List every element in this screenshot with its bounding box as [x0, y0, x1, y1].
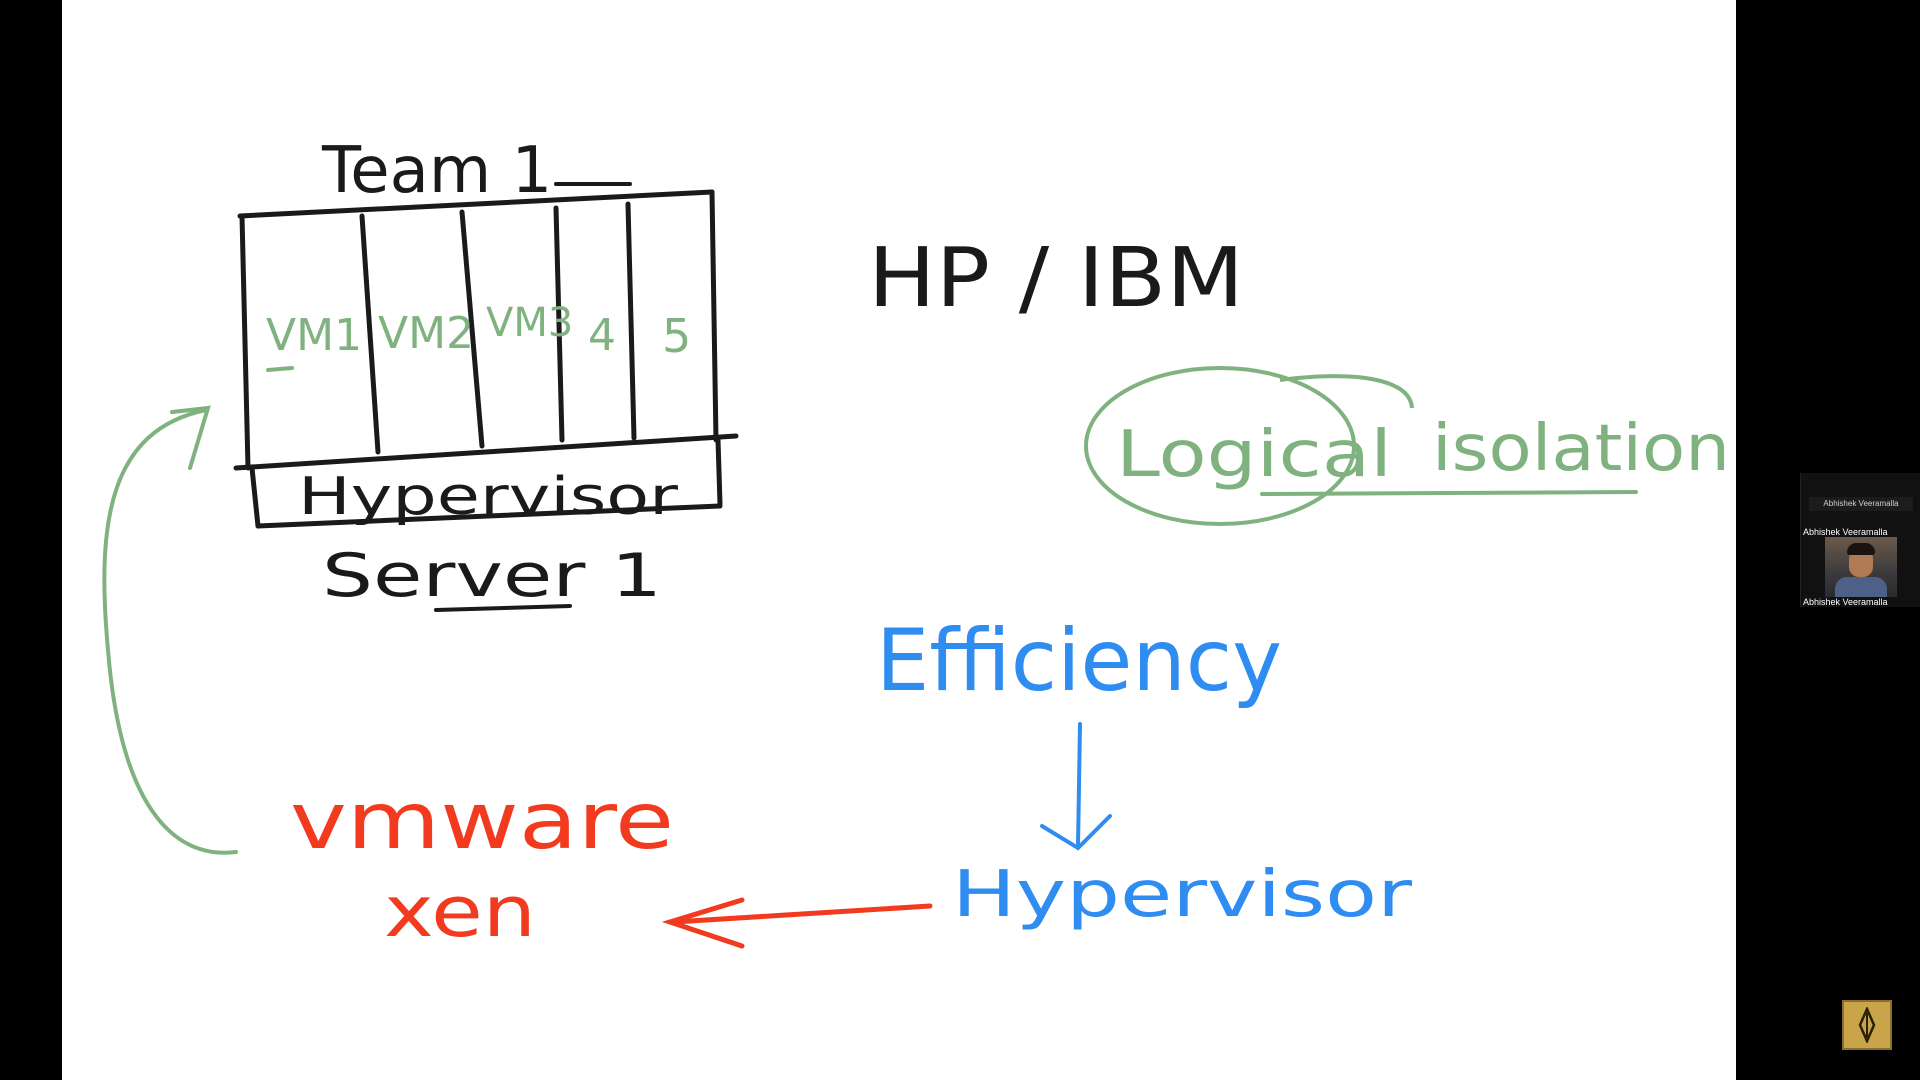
vm-divider-2	[459, 209, 485, 449]
whiteboard-canvas[interactable]	[62, 0, 1736, 1080]
participant-name-top: Abhishek Veeramalla	[1803, 527, 1888, 537]
isolation-word: isolation	[1432, 412, 1730, 486]
hypervisor-box-label: Hypervisor	[298, 467, 679, 527]
participant-name-bottom: Abhishek Veeramalla	[1803, 597, 1888, 607]
logical-circle-overlap	[1279, 374, 1414, 409]
logical-word: Logical	[1116, 418, 1392, 492]
app-logo-badge[interactable]	[1842, 1000, 1892, 1050]
vm-label-3: VM3	[486, 300, 573, 346]
compass-logo-icon	[1858, 1007, 1876, 1043]
server-rack	[233, 189, 739, 529]
server-underline	[434, 604, 572, 612]
video-shirt	[1835, 577, 1887, 597]
vm-divider-1	[359, 213, 381, 455]
logical-circle	[1084, 366, 1356, 526]
team-label: Team 1	[321, 134, 552, 208]
hypervisor-bottom-line	[255, 503, 723, 529]
xen-label: xen	[384, 871, 536, 953]
green-curved-arrow	[102, 405, 238, 855]
vm-divider-3	[553, 205, 565, 443]
logical-isolation-underline	[1260, 490, 1638, 496]
vm-label-5: 5	[662, 309, 691, 363]
participant-video[interactable]	[1825, 537, 1897, 597]
hypervisor-bottom-label: Hypervisor	[952, 858, 1413, 932]
vm-label-4: 4	[588, 310, 616, 361]
blue-down-arrow	[1040, 722, 1112, 851]
vendors-label: HP / IBM	[868, 231, 1244, 326]
server-label: Server 1	[322, 541, 662, 611]
efficiency-label: Efficiency	[876, 611, 1282, 711]
vm-label-1: VM1	[266, 310, 362, 361]
hypervisor-top-line	[233, 433, 739, 471]
vm-divider-4	[625, 201, 637, 441]
red-left-arrow	[661, 897, 933, 949]
participant-video-panel[interactable]: Abhishek Veeramalla Abhishek Veeramalla …	[1800, 473, 1920, 607]
video-hair	[1847, 543, 1875, 555]
vm1-underline	[266, 366, 294, 372]
vm-label-2: VM2	[378, 308, 474, 359]
vmware-label: vmware	[290, 777, 674, 867]
participant-header: Abhishek Veeramalla	[1809, 497, 1913, 511]
